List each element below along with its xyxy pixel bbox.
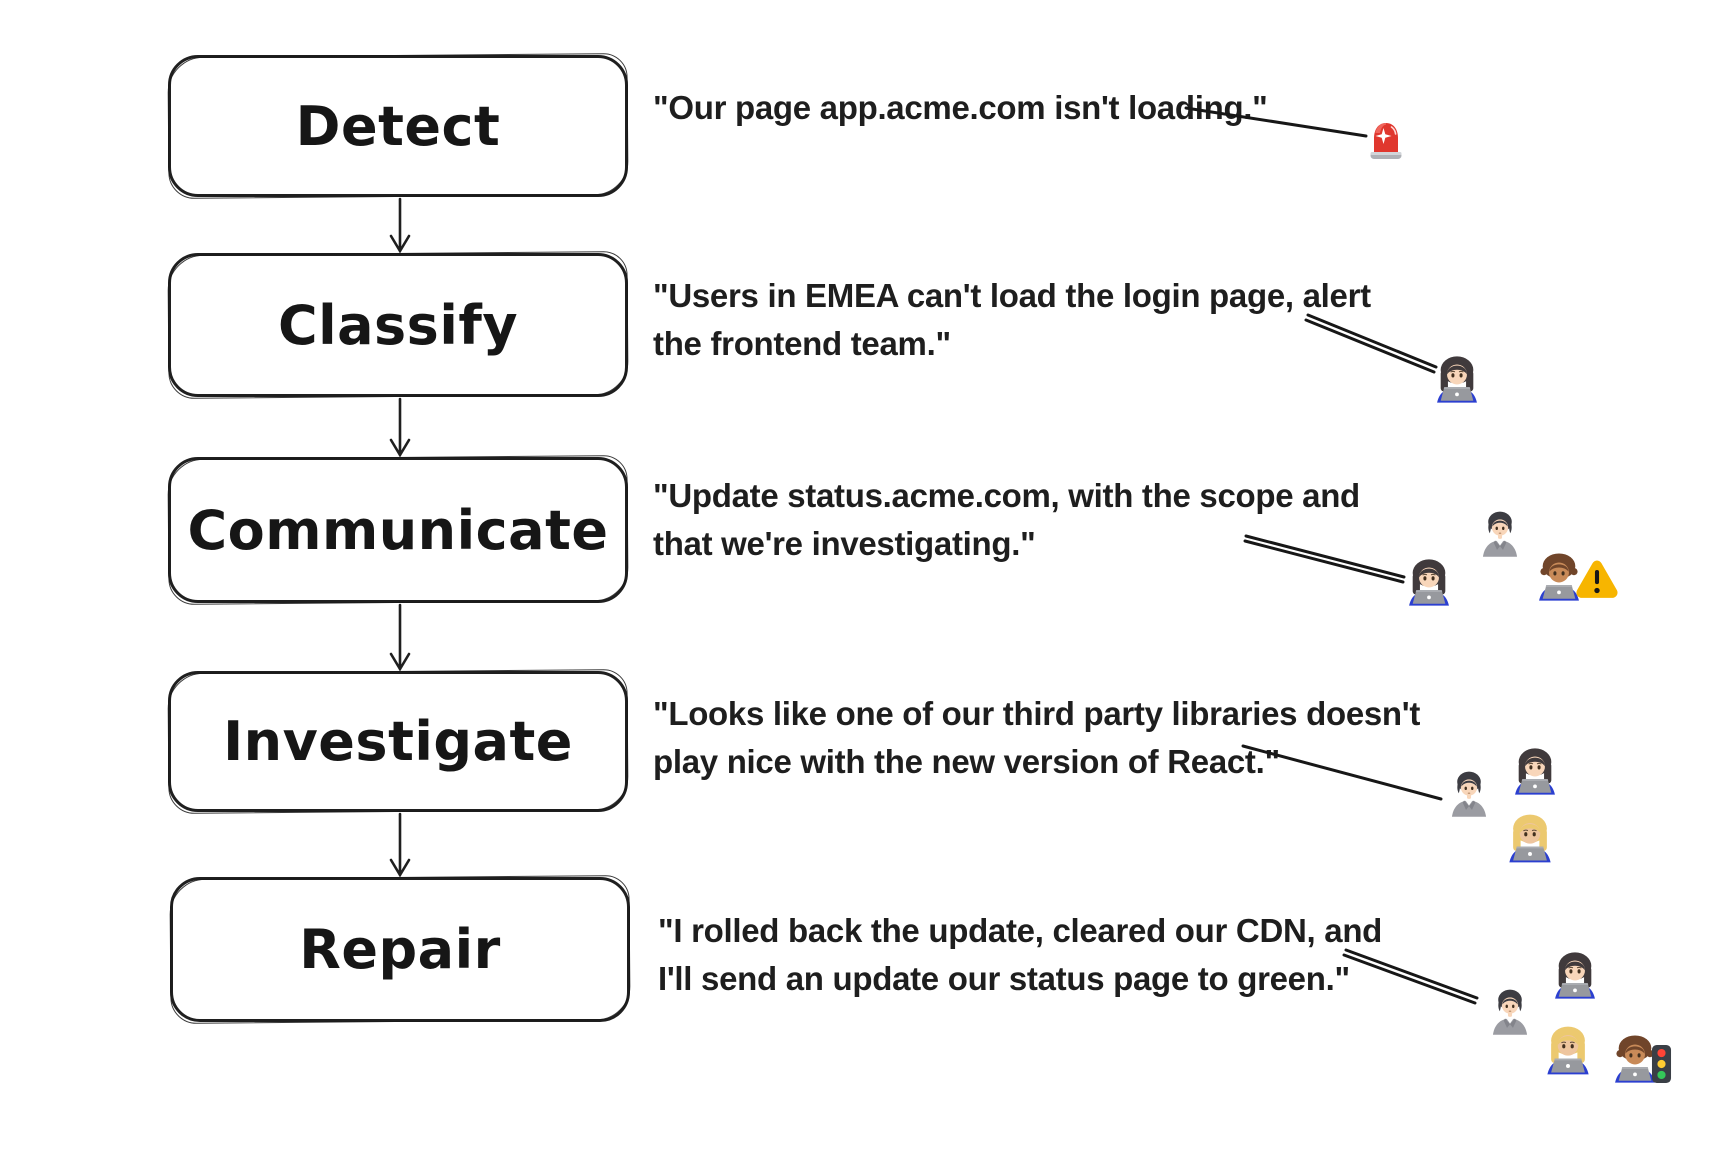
step-label-investigate: Investigate — [223, 710, 573, 773]
quote-line: "Update status.acme.com, with the scope … — [653, 477, 1360, 514]
step-box-communicate: Communicate — [168, 457, 628, 603]
quote-detect: "Our page app.acme.com isn't loading." — [653, 84, 1268, 132]
step-label-communicate: Communicate — [187, 498, 609, 562]
step-box-classify: Classify — [168, 253, 628, 397]
step-label-detect: Detect — [295, 94, 501, 158]
woman-technologist-icon — [1546, 946, 1604, 1004]
step-label-classify: Classify — [277, 293, 519, 357]
step-box-investigate: Investigate — [168, 671, 628, 812]
traffic-light-icon — [1650, 1044, 1673, 1084]
woman-technologist-blonde-icon — [1500, 808, 1560, 868]
quote-repair: "I rolled back the update, cleared our C… — [658, 907, 1382, 1003]
quote-line: that we're investigating." — [653, 525, 1036, 562]
flow-arrow-detect-classify — [389, 197, 411, 254]
quote-line: "I rolled back the update, cleared our C… — [658, 912, 1383, 949]
office-worker-icon — [1474, 508, 1526, 560]
woman-technologist-icon — [1400, 553, 1458, 611]
flow-arrow-classify-communicate — [389, 397, 411, 458]
office-worker-icon — [1484, 986, 1536, 1038]
office-worker-icon — [1443, 768, 1495, 820]
quote-line: the frontend team." — [653, 325, 951, 362]
step-label-repair: Repair — [299, 918, 501, 981]
woman-technologist-blonde-icon — [1538, 1020, 1598, 1080]
woman-technologist-icon — [1506, 742, 1564, 800]
police-light-icon — [1366, 120, 1406, 162]
flow-arrow-communicate-investigate — [389, 603, 411, 672]
step-box-repair: Repair — [170, 877, 630, 1022]
quote-communicate: "Update status.acme.com, with the scope … — [653, 472, 1360, 568]
quote-line: "Our page app.acme.com isn't loading." — [653, 89, 1268, 126]
warning-sign-icon — [1574, 556, 1620, 602]
quote-line: play nice with the new version of React.… — [653, 743, 1280, 780]
step-box-detect: Detect — [168, 55, 628, 197]
quote-line: "Users in EMEA can't load the login page… — [653, 277, 1371, 314]
quote-line: I'll send an update our status page to g… — [658, 960, 1350, 997]
quote-investigate: "Looks like one of our third party libra… — [653, 690, 1420, 786]
quote-line: "Looks like one of our third party libra… — [653, 695, 1421, 732]
flow-arrow-investigate-repair — [389, 812, 411, 878]
quote-classify: "Users in EMEA can't load the login page… — [653, 272, 1371, 368]
woman-technologist-icon — [1428, 350, 1486, 408]
